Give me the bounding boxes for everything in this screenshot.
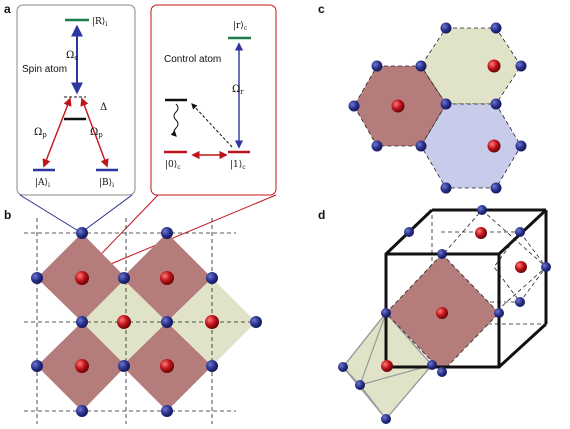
coupling-omega-p-left-arrow [42, 97, 72, 168]
level-A-label: |A⟩i [35, 178, 50, 189]
spin-atom-title: Spin atom [22, 64, 67, 75]
spin-atom [161, 405, 173, 417]
spin-atom [494, 308, 504, 318]
control-atom [487, 139, 501, 153]
spin-atom [440, 22, 452, 34]
control-atom [487, 59, 501, 73]
spin-atom [404, 227, 414, 237]
spin-atom [338, 362, 348, 372]
spin-atom [440, 182, 452, 194]
control-atom-box [150, 4, 277, 196]
omega-p-right-label: Ωp [90, 127, 103, 139]
spin-atom [490, 98, 502, 110]
spin-atom [440, 98, 452, 110]
control-atom [381, 360, 393, 372]
spin-atom [118, 272, 130, 284]
spin-atom [355, 380, 365, 390]
decay-wavy-arrow [170, 103, 179, 137]
control-atom [436, 307, 448, 319]
spin-atom [76, 316, 88, 328]
control-atom [160, 359, 174, 373]
control-atom [75, 271, 89, 285]
level-B-label: |B⟩i [99, 178, 114, 189]
panel-d: d [318, 205, 551, 424]
detuning-label: Δ [100, 102, 107, 113]
spin-atom [437, 249, 447, 259]
control-atom [515, 261, 527, 273]
coupling-omega-p-right-arrow [80, 97, 109, 168]
panel-a-label: a [4, 2, 11, 16]
control-atom-title: Control atom [164, 54, 221, 65]
spin-atom [490, 22, 502, 34]
lattice-grid [24, 218, 260, 424]
panel-a: a Spin atom |R⟩i Δ |A⟩i |B⟩i Ωc Ωp Ωp Co… [4, 2, 277, 277]
spin-atom [515, 227, 525, 237]
spin-atom [515, 297, 525, 307]
spin-atom [250, 316, 262, 328]
panel-c: c [318, 2, 527, 194]
panel-b-spin-atoms [31, 227, 262, 417]
spin-atom [415, 60, 427, 72]
level-R-label: |R⟩i [92, 17, 107, 28]
spin-atom [415, 140, 427, 152]
omega-p-left-label: Ωp [34, 127, 47, 139]
level-one-label: |1⟩c [230, 160, 246, 171]
spin-atom [161, 227, 173, 239]
spin-atom [76, 405, 88, 417]
spin-atom [490, 182, 502, 194]
spin-atom [76, 227, 88, 239]
control-atom [475, 227, 487, 239]
spin-atom [348, 100, 360, 112]
control-atom [75, 359, 89, 373]
level-r-label: |r⟩c [233, 21, 248, 32]
spin-atom [31, 272, 43, 284]
spin-atom [161, 316, 173, 328]
panel-d-spin-atoms [338, 205, 551, 424]
level-zero-label: |0⟩c [165, 160, 181, 171]
spin-atom [515, 140, 527, 152]
spin-atom [118, 360, 130, 372]
spin-atom [541, 262, 551, 272]
omega-c-label: Ωc [66, 50, 78, 62]
panel-b: b [4, 208, 262, 424]
spin-connector-right [81, 194, 133, 233]
control-atom [117, 315, 131, 329]
spin-atom [31, 360, 43, 372]
panel-b-label: b [4, 208, 11, 222]
spin-atom [515, 60, 527, 72]
spin-atom [381, 308, 391, 318]
spin-atom [437, 367, 447, 377]
spin-atom [477, 205, 487, 215]
control-connector-right [81, 194, 277, 277]
spin-connector-left [19, 194, 81, 233]
panel-b-control-atoms [75, 271, 219, 373]
spin-atom [371, 60, 383, 72]
panel-c-spin-atoms [348, 22, 527, 194]
spin-atom [371, 140, 383, 152]
spin-atom [427, 360, 437, 370]
omega-r-label: Ωr [232, 84, 244, 96]
control-atom [160, 271, 174, 285]
control-atom [391, 99, 405, 113]
spin-atom [381, 414, 391, 424]
panel-c-label: c [318, 2, 325, 16]
control-atom [205, 315, 219, 329]
spin-atom [206, 360, 218, 372]
panel-d-label: d [318, 208, 325, 222]
spin-atom [206, 272, 218, 284]
